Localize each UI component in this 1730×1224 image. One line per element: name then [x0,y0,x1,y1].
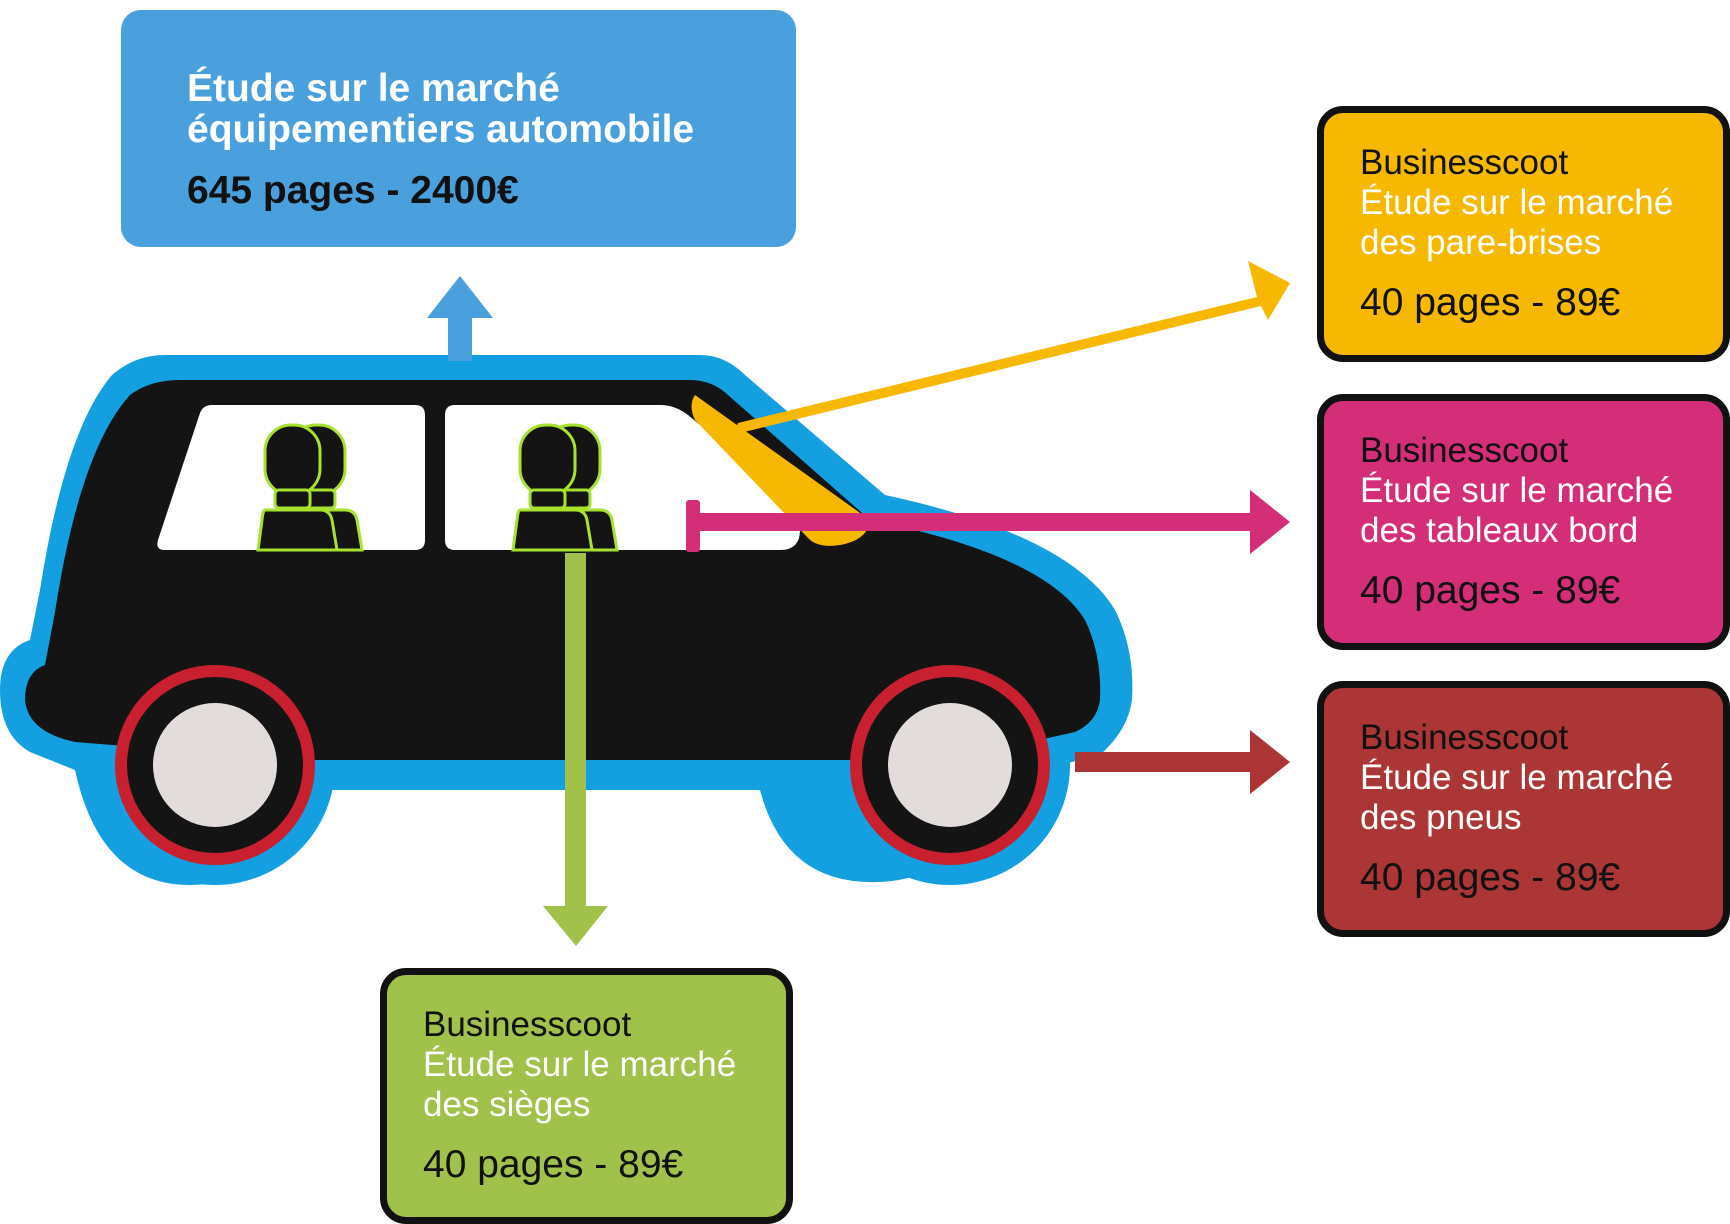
study-title-line2: des sièges [423,1085,591,1124]
tires-arrow [1075,730,1290,794]
main-study-box[interactable]: Étude sur le marché équipementiers autom… [121,10,796,247]
dashboard-marker [686,500,700,552]
study-box-dashboards[interactable]: Businesscoot Étude sur le marché des tab… [1317,394,1730,650]
study-title-line1: Étude sur le marché [423,1045,737,1084]
study-title-line1: Étude sur le marché [1360,183,1674,222]
study-title-line2: des pare-brises [1360,223,1602,262]
rear-seat-icon [256,423,364,552]
seats-arrow [543,553,608,946]
rear-wheel [115,665,315,865]
front-wheel [850,665,1050,865]
study-title-line1: Étude sur le marché [1360,471,1674,510]
main-study-title-line1: Étude sur le marché [187,67,560,110]
study-price: 40 pages - 89€ [1360,569,1621,612]
main-study-title-line2: équipementiers automobile [187,108,695,151]
study-brand: Businesscoot [1360,431,1569,470]
study-price: 40 pages - 89€ [423,1143,684,1186]
main-study-arrow [427,276,493,361]
windshields-arrow [731,261,1290,440]
study-brand: Businesscoot [1360,143,1569,182]
study-brand: Businesscoot [423,1005,632,1044]
study-brand: Businesscoot [1360,718,1569,757]
study-price: 40 pages - 89€ [1360,856,1621,899]
study-box-windshields[interactable]: Businesscoot Étude sur le marché des par… [1317,106,1730,362]
study-price: 40 pages - 89€ [1360,281,1621,324]
study-title-line1: Étude sur le marché [1360,758,1674,797]
study-box-seats[interactable]: Businesscoot Étude sur le marché des siè… [380,968,793,1224]
dashboards-arrow [700,490,1290,554]
study-title-line2: des tableaux bord [1360,511,1639,550]
main-study-price: 645 pages - 2400€ [187,169,519,212]
study-box-tires[interactable]: Businesscoot Étude sur le marché des pne… [1317,681,1730,937]
study-title-line2: des pneus [1360,798,1522,837]
front-seat-icon [511,423,619,552]
